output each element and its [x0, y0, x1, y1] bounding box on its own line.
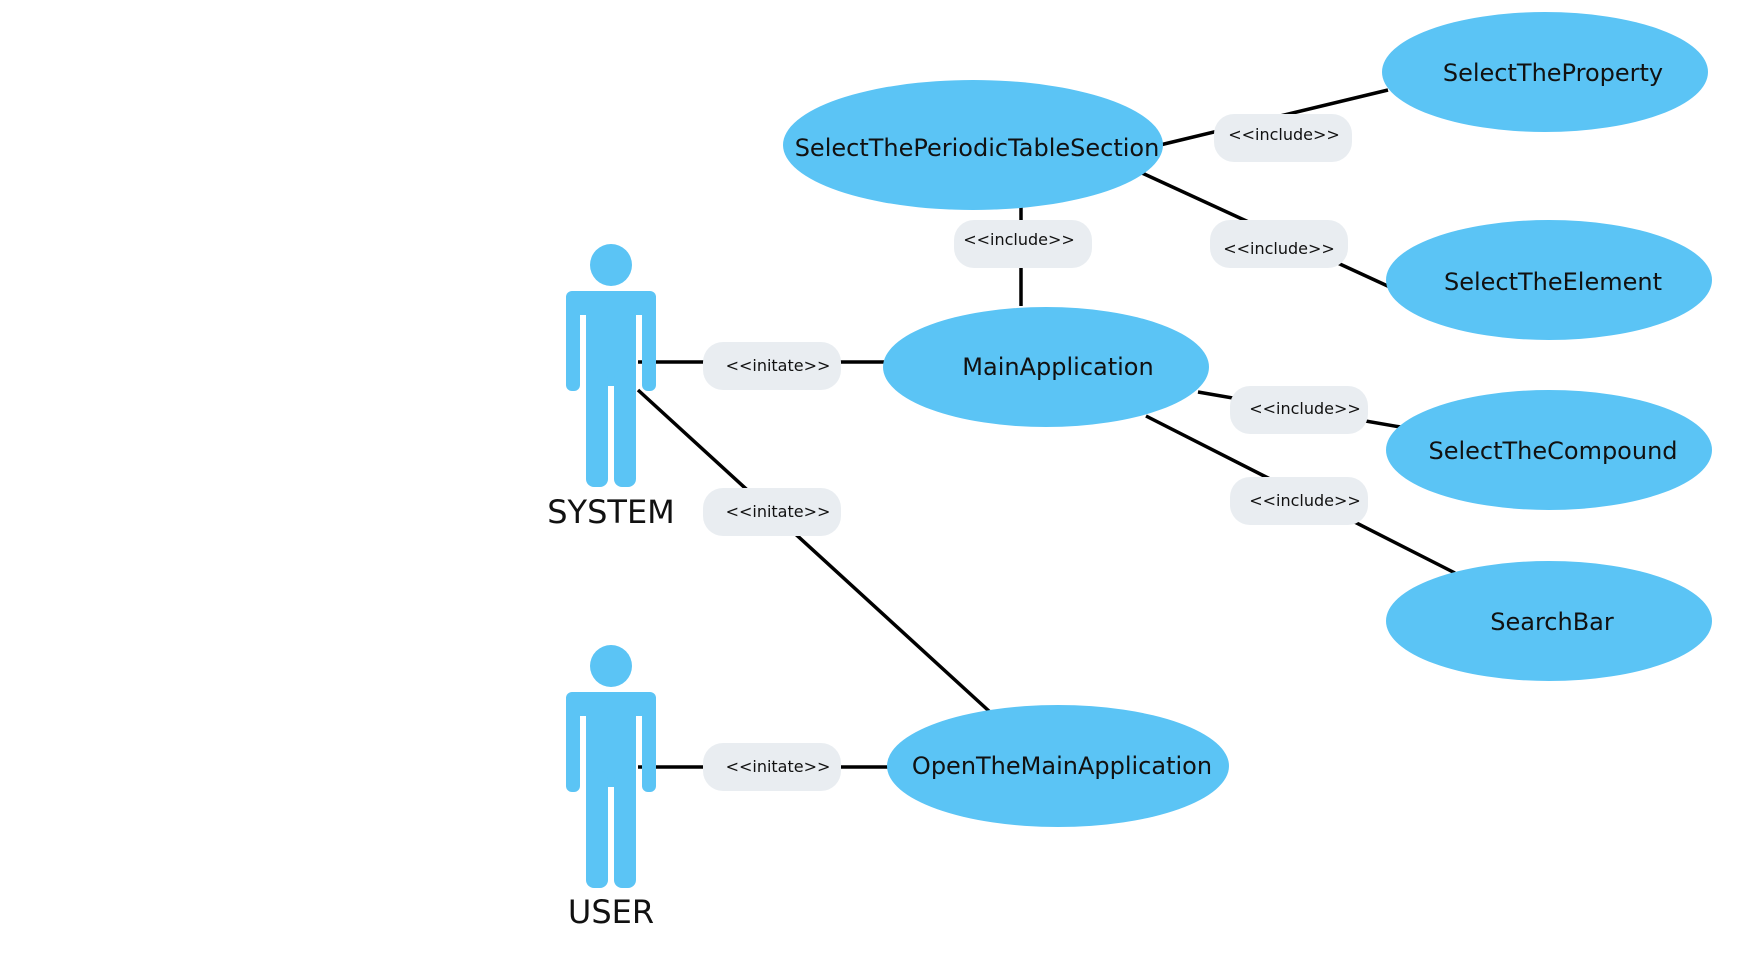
- usecase-label: SearchBar: [1490, 608, 1614, 636]
- label-text: <<include>>: [1249, 399, 1361, 418]
- label-main-compound: <<include>>: [1230, 386, 1368, 434]
- label-section-element: <<include>>: [1210, 220, 1348, 268]
- label-bg: [1210, 220, 1348, 268]
- usecase-main-application: MainApplication: [883, 307, 1209, 427]
- usecase-select-property: SelectTheProperty: [1382, 12, 1708, 132]
- usecase-ellipse: [887, 705, 1229, 827]
- usecase-select-element: SelectTheElement: [1386, 220, 1712, 340]
- label-text: <<initate>>: [726, 502, 831, 521]
- actor-system: SYSTEM: [547, 244, 675, 531]
- label-system-open: <<initate>>: [703, 488, 841, 536]
- line-system-open: [636, 388, 992, 714]
- label-text: <<initate>>: [726, 356, 831, 375]
- usecase-search-bar: SearchBar: [1386, 561, 1712, 681]
- usecase-label: SelectTheElement: [1444, 268, 1662, 296]
- usecase-ellipse: [1386, 561, 1712, 681]
- label-bg: [1230, 386, 1368, 434]
- usecase-ellipse: [1386, 390, 1712, 510]
- label-bg: [1214, 114, 1352, 162]
- label-user-open: <<initate>>: [703, 743, 841, 791]
- actor-name: SYSTEM: [547, 493, 675, 531]
- usecase-select-periodic-table-section: SelectThePeriodicTableSection: [783, 80, 1163, 210]
- stereotype-labels: <<initate>> <<initate>> <<initate>> <<in…: [703, 114, 1368, 791]
- label-system-main: <<initate>>: [703, 342, 841, 390]
- label-bg: [703, 342, 841, 390]
- usecase-ellipse: [1386, 220, 1712, 340]
- usecase-open-main-application: OpenTheMainApplication: [887, 705, 1229, 827]
- label-text: <<initate>>: [726, 757, 831, 776]
- label-text: <<include>>: [1249, 491, 1361, 510]
- usecase-label: SelectThePeriodicTableSection: [795, 134, 1160, 162]
- usecase-label: OpenTheMainApplication: [912, 752, 1212, 780]
- label-main-searchbar: <<include>>: [1230, 477, 1368, 525]
- label-text: <<include>>: [963, 230, 1075, 249]
- person-icon: [566, 645, 656, 888]
- label-bg: [1230, 477, 1368, 525]
- use-cases: SelectThePeriodicTableSection SelectTheP…: [783, 12, 1712, 827]
- usecase-ellipse: [883, 307, 1209, 427]
- label-section-property: <<include>>: [1214, 114, 1352, 162]
- label-bg: [954, 220, 1092, 268]
- label-bg: [703, 488, 841, 536]
- usecase-label: SelectTheCompound: [1428, 437, 1677, 465]
- label-main-section: <<include>>: [954, 220, 1092, 268]
- usecase-ellipse: [1382, 12, 1708, 132]
- usecase-label: MainApplication: [962, 353, 1153, 381]
- usecase-ellipse: [783, 80, 1163, 210]
- actor-name: USER: [568, 893, 654, 931]
- usecase-select-compound: SelectTheCompound: [1386, 390, 1712, 510]
- person-icon: [566, 244, 656, 487]
- label-bg: [703, 743, 841, 791]
- label-text: <<include>>: [1228, 125, 1340, 144]
- actor-user: USER: [566, 645, 656, 931]
- usecase-label: SelectTheProperty: [1443, 59, 1663, 87]
- label-text: <<include>>: [1223, 239, 1335, 258]
